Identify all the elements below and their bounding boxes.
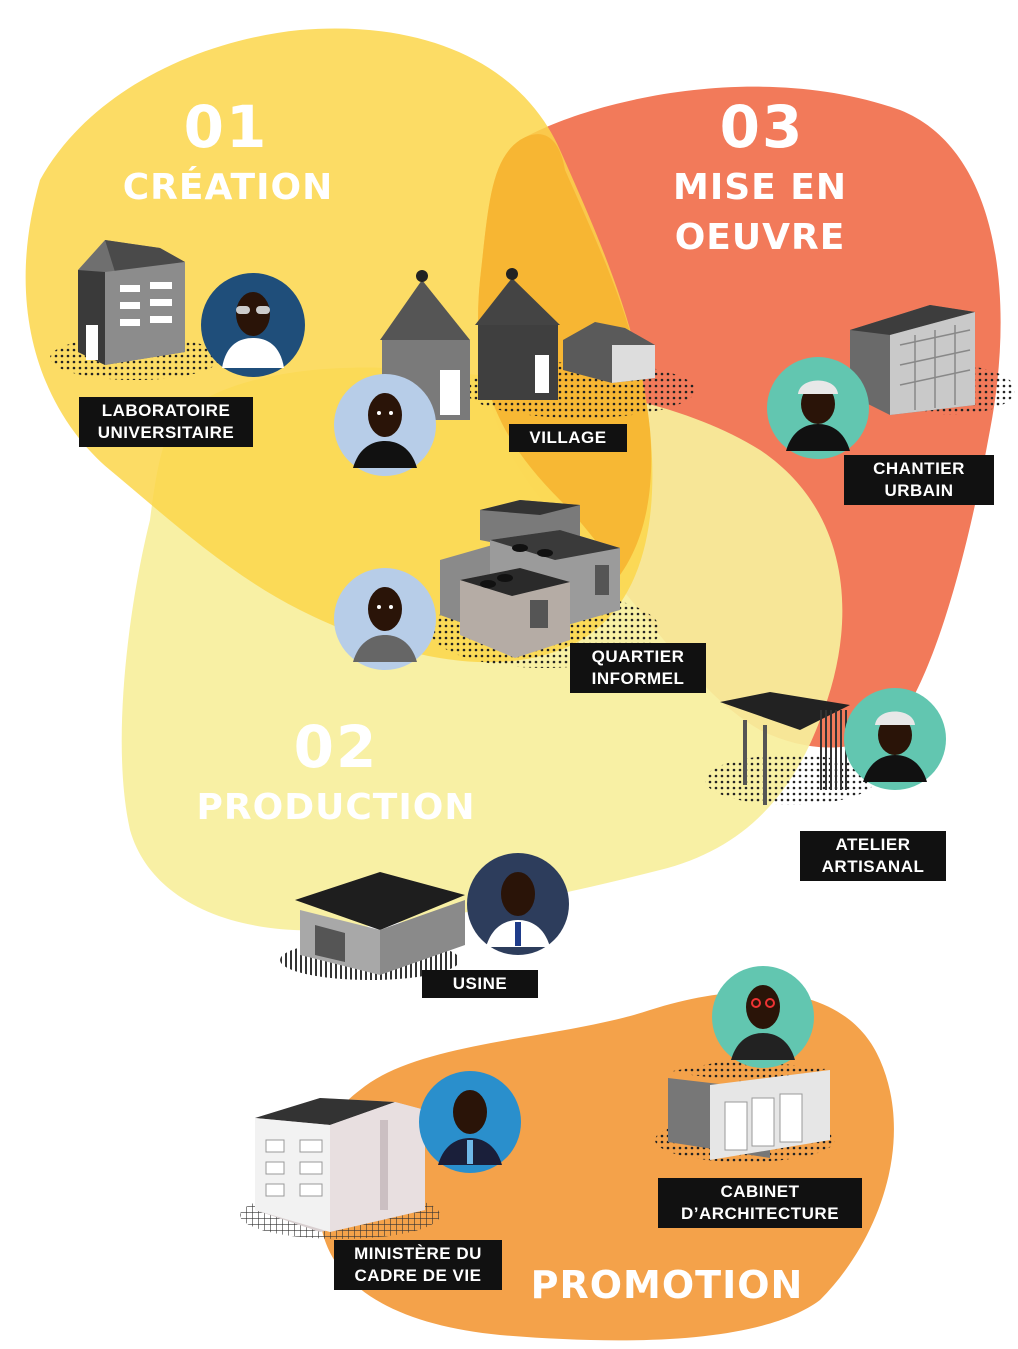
label-atelier-line1: ATELIER	[835, 835, 911, 854]
label-village: VILLAGE	[509, 424, 627, 452]
laboratoire-building-illustration	[78, 240, 185, 365]
label-laboratoire-line1: LABORATOIRE	[101, 401, 231, 420]
architect-avatar	[712, 966, 814, 1068]
label-cabinet-line1: CABINET	[720, 1182, 800, 1201]
worker-avatar-atelier	[844, 688, 946, 790]
label-laboratoire: LABORATOIRE UNIVERSITAIRE	[79, 397, 253, 447]
label-atelier: ATELIER ARTISANAL	[800, 831, 946, 881]
worker-avatar-chantier	[767, 357, 869, 459]
label-quartier-line2: INFORMEL	[591, 669, 685, 688]
label-ministere-line1: MINISTÈRE DU	[354, 1244, 482, 1263]
label-quartier-line1: QUARTIER	[591, 647, 685, 666]
label-ministere: MINISTÈRE DU CADRE DE VIE	[334, 1240, 502, 1290]
businessman-avatar-usine	[467, 853, 569, 955]
label-usine-line1: USINE	[452, 974, 508, 993]
label-village-line1: VILLAGE	[529, 428, 607, 447]
atelier-building-illustration	[720, 692, 850, 805]
zone-mise-en-oeuvre-number: 03	[719, 93, 805, 161]
usine-building-illustration	[295, 872, 465, 975]
zone-production-number: 02	[293, 713, 379, 781]
resident-avatar	[334, 568, 436, 670]
zone-mise-en-oeuvre-title-line1: MISE EN	[673, 167, 847, 208]
zone-creation-title: CRÉATION	[122, 167, 334, 208]
researcher-avatar	[201, 273, 305, 377]
official-avatar-ministere	[419, 1071, 521, 1173]
label-chantier: CHANTIER URBAIN	[844, 455, 994, 505]
label-usine: USINE	[422, 970, 538, 998]
cabinet-building-illustration	[668, 1060, 830, 1160]
label-quartier: QUARTIER INFORMEL	[570, 643, 706, 693]
label-cabinet-line2: D’ARCHITECTURE	[680, 1204, 840, 1223]
label-cabinet: CABINET D’ARCHITECTURE	[658, 1178, 862, 1228]
zone-promotion-title: PROMOTION	[530, 1263, 804, 1307]
mise-en-oeuvre-zone	[478, 86, 1001, 748]
chantier-building-illustration	[850, 305, 975, 415]
zone-creation-number: 01	[183, 93, 269, 161]
label-laboratoire-line2: UNIVERSITAIRE	[97, 423, 235, 442]
zone-production-title: PRODUCTION	[196, 787, 476, 828]
label-ministere-line2: CADRE DE VIE	[354, 1266, 482, 1285]
quartier-building-illustration	[440, 500, 620, 658]
zone-mise-en-oeuvre-title-line2: OEUVRE	[674, 217, 846, 258]
label-chantier-line1: CHANTIER	[873, 459, 965, 478]
ministere-building-illustration	[255, 1098, 425, 1232]
label-atelier-line2: ARTISANAL	[821, 857, 925, 876]
label-chantier-line2: URBAIN	[884, 481, 954, 500]
villager-avatar	[334, 374, 436, 476]
